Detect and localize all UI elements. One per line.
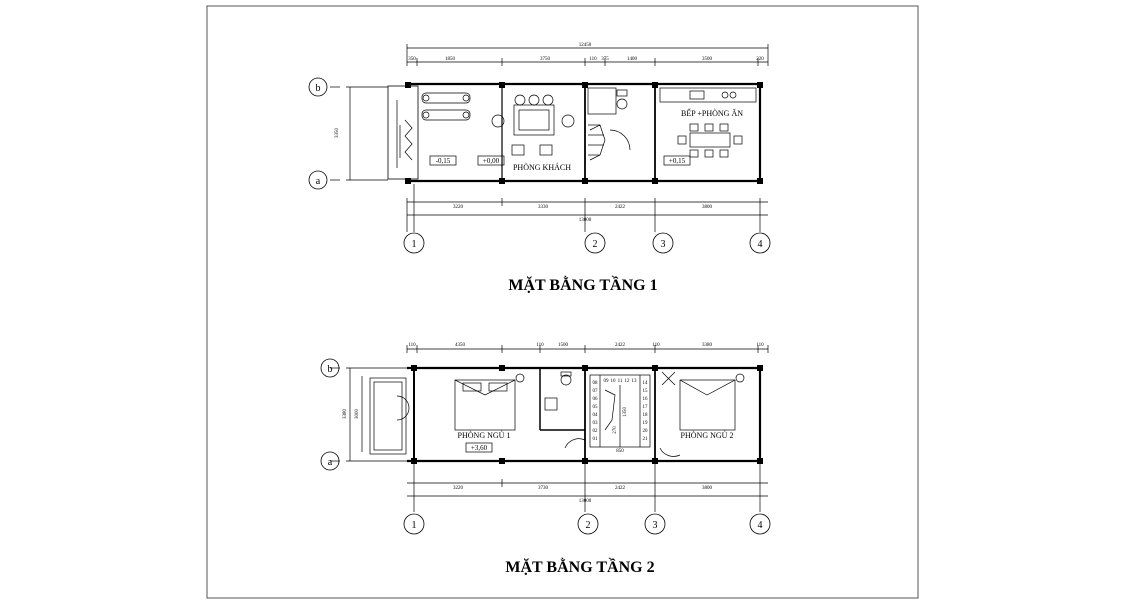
dim-top-7: 3380 bbox=[702, 343, 713, 348]
dim-top-total: 12450 bbox=[579, 43, 592, 48]
stair-step: 07 bbox=[593, 389, 599, 394]
stair-dim: 1350 bbox=[623, 407, 628, 418]
stair-step: 20 bbox=[643, 429, 649, 434]
floor-1-title: MẶT BẰNG TẦNG 1 bbox=[508, 275, 657, 294]
stair-step: 03 bbox=[593, 421, 599, 426]
dim-bottom-3: 2422 bbox=[615, 205, 626, 210]
stair-step: 11 bbox=[618, 379, 623, 384]
dim-top-4: 110 bbox=[589, 57, 597, 62]
dim-bottom-3: 2422 bbox=[615, 486, 626, 491]
dim-side-inner: 3000 bbox=[355, 409, 360, 420]
dim-bottom-2: 3730 bbox=[538, 486, 549, 491]
stair-step: 06 bbox=[593, 397, 599, 402]
stair-dim: 270 bbox=[613, 426, 618, 434]
axis-label-a: a bbox=[328, 457, 333, 468]
floor-2-title: MẶT BẰNG TẦNG 2 bbox=[505, 557, 654, 576]
dim-top-7: 3500 bbox=[702, 57, 713, 62]
stair-step: 21 bbox=[643, 437, 649, 442]
room-label-bedroom-2: PHÒNG NGỦ 2 bbox=[681, 430, 734, 440]
stair-step: 09 bbox=[604, 379, 610, 384]
stair-step: 13 bbox=[632, 379, 638, 384]
axis-label-b: b bbox=[328, 364, 333, 375]
dim-bottom-4: 3800 bbox=[702, 205, 713, 210]
dim-bottom-4: 3800 bbox=[702, 486, 713, 491]
dim-top-8: 220 bbox=[756, 57, 764, 62]
room-label-living: PHÒNG KHÁCH bbox=[513, 162, 571, 172]
sheet-frame bbox=[206, 5, 919, 599]
stair-step: 17 bbox=[643, 405, 649, 410]
stair-step: 01 bbox=[593, 437, 599, 442]
axis-label-a: a bbox=[316, 176, 321, 187]
stair-step: 15 bbox=[643, 389, 649, 394]
dim-side: 3350 bbox=[335, 128, 340, 139]
level-tag-1: -0,15 bbox=[436, 157, 451, 165]
stair-step: 14 bbox=[643, 381, 649, 386]
room-label-kitchen: BẾP +PHÒNG ĂN bbox=[681, 108, 743, 118]
stair-dim: 850 bbox=[616, 449, 624, 454]
level-tag-2: +0,00 bbox=[483, 157, 500, 165]
stair-step: 16 bbox=[643, 397, 649, 402]
axis-label-1: 1 bbox=[412, 239, 417, 250]
dim-top-3: 3750 bbox=[540, 57, 551, 62]
dim-top-6: 110 bbox=[652, 343, 660, 348]
dim-top-2: 4350 bbox=[455, 343, 466, 348]
axis-label-3: 3 bbox=[653, 520, 658, 531]
dim-bottom-total: 13000 bbox=[579, 499, 592, 504]
stair-step: 10 bbox=[611, 379, 617, 384]
room-label-bedroom-1: PHÒNG NGỦ 1 bbox=[458, 430, 511, 440]
dim-top-4: 1500 bbox=[558, 343, 569, 348]
dim-top-1: 350 bbox=[408, 57, 416, 62]
axis-label-b: b bbox=[316, 83, 321, 94]
level-tag-3: +0,15 bbox=[669, 157, 686, 165]
axis-label-1: 1 bbox=[412, 520, 417, 531]
stair-step: 08 bbox=[593, 381, 599, 386]
dim-top-5: 375 bbox=[601, 57, 609, 62]
axis-label-4: 4 bbox=[758, 239, 763, 250]
dim-top-1: 110 bbox=[408, 343, 416, 348]
floor-2-plan bbox=[330, 345, 769, 512]
floor-2-axis-bubbles: b a 1 2 3 4 bbox=[320, 358, 771, 535]
dim-bottom-2: 3330 bbox=[538, 205, 549, 210]
stair-step-labels: 08 07 06 05 04 03 02 01 09 10 11 12 13 1… bbox=[593, 379, 649, 454]
floor-1-axis-bubbles: b a 1 2 3 4 bbox=[308, 77, 771, 254]
dim-top-2: 1850 bbox=[445, 57, 456, 62]
stair-step: 05 bbox=[593, 405, 599, 410]
dim-bottom-1: 3220 bbox=[453, 205, 464, 210]
dim-top-6: 1400 bbox=[627, 57, 638, 62]
dim-side-outer: 3380 bbox=[343, 409, 348, 420]
stair-step: 04 bbox=[593, 413, 599, 418]
dim-top-3: 110 bbox=[536, 343, 544, 348]
axis-label-2: 2 bbox=[593, 239, 598, 250]
dim-top-5: 2422 bbox=[615, 343, 626, 348]
stair-step: 18 bbox=[643, 413, 649, 418]
axis-label-3: 3 bbox=[661, 239, 666, 250]
dim-top-8: 110 bbox=[756, 343, 764, 348]
axis-label-2: 2 bbox=[586, 520, 591, 531]
dim-bottom-total: 13000 bbox=[579, 218, 592, 223]
stair-step: 12 bbox=[625, 379, 631, 384]
stair-step: 19 bbox=[643, 421, 649, 426]
level-tag: +3,60 bbox=[471, 444, 488, 452]
dim-bottom-1: 3220 bbox=[453, 486, 464, 491]
axis-label-4: 4 bbox=[758, 520, 763, 531]
floor-1-plan bbox=[330, 44, 769, 232]
stair-step: 02 bbox=[593, 429, 599, 434]
